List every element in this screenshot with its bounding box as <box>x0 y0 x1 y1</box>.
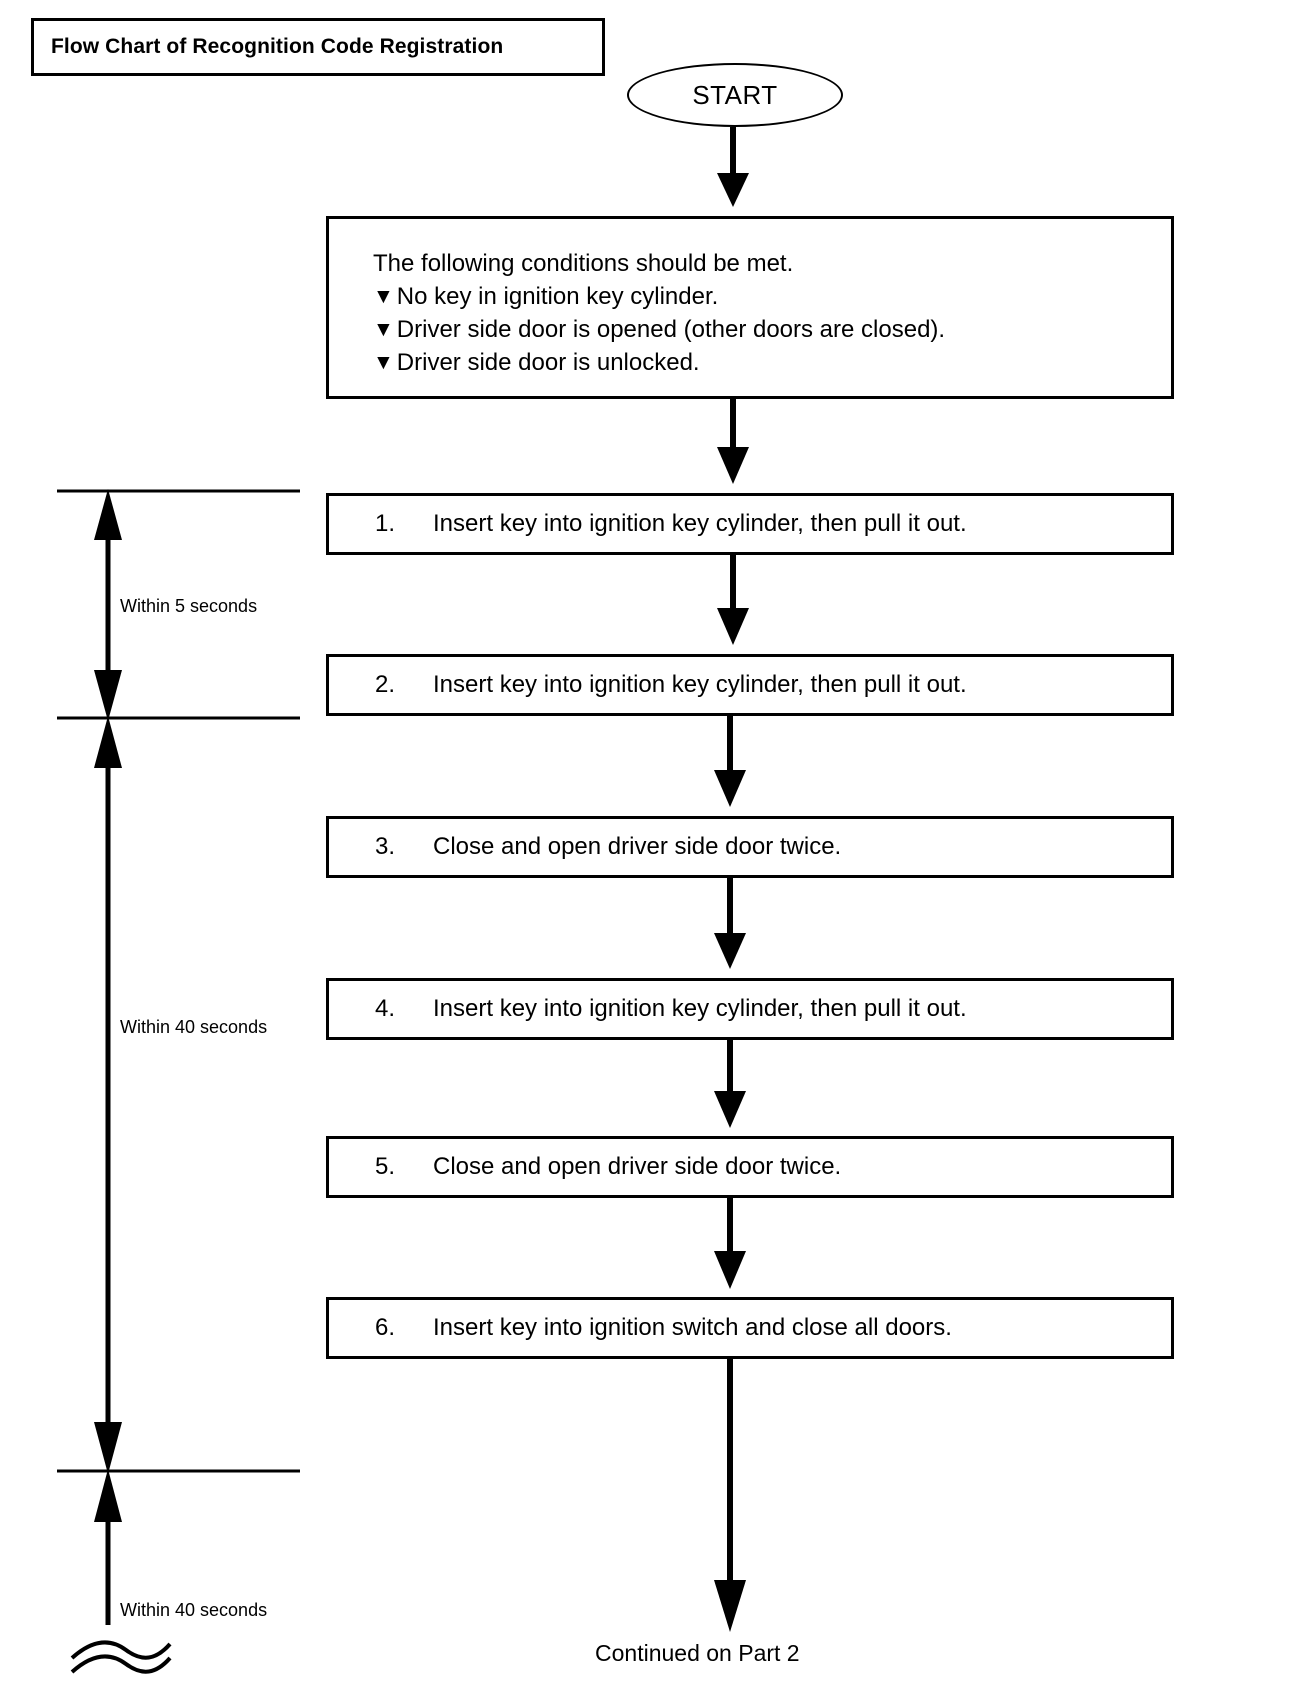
continued-on-part-2-label: Continued on Part 2 <box>595 1640 800 1666</box>
condition-item-1-row: ▼No key in ignition key cylinder. <box>373 280 945 313</box>
conditions-heading: The following conditions should be met. <box>373 250 794 277</box>
triangle-bullet-icon: ▼ <box>373 285 394 309</box>
arrow-step2-to-step3 <box>714 716 746 807</box>
page-title: Flow Chart of Recognition Code Registrat… <box>51 35 504 58</box>
step-3-text: Close and open driver side door twice. <box>433 833 842 860</box>
condition-item-1: No key in ignition key cylinder. <box>396 283 719 311</box>
arrow-conditions-to-step1 <box>717 399 749 484</box>
condition-item-3: Driver side door is unlocked. <box>396 349 700 377</box>
step-2-text: Insert key into ignition key cylinder, t… <box>433 671 967 698</box>
condition-item-3-row: ▼Driver side door is unlocked. <box>373 346 945 379</box>
timing-label-within-40-seconds-upper: Within 40 seconds <box>120 1017 268 1037</box>
arrow-start-to-conditions <box>717 127 749 207</box>
arrow-step5-to-step6 <box>714 1198 746 1289</box>
arrow-step1-to-step2 <box>717 555 749 645</box>
step-4-number: 4. <box>375 995 396 1022</box>
timing-label-within-40-seconds-lower: Within 40 seconds <box>120 1600 268 1620</box>
timing-arrow-within-5-seconds <box>94 489 122 721</box>
conditions-box: The following conditions should be met. … <box>326 216 1174 399</box>
arrow-step4-to-step5 <box>714 1040 746 1128</box>
step-box-5: 5. Close and open driver side door twice… <box>326 1136 1174 1198</box>
timing-arrow-within-40-seconds-upper <box>94 716 122 1474</box>
triangle-bullet-icon: ▼ <box>373 351 394 375</box>
arrow-step3-to-step4 <box>714 878 746 969</box>
step-6-number: 6. <box>375 1314 396 1341</box>
condition-item-2-row: ▼Driver side door is opened (other doors… <box>373 313 945 346</box>
step-5-text: Close and open driver side door twice. <box>433 1153 842 1180</box>
triangle-bullet-icon: ▼ <box>373 318 394 342</box>
step-4-text: Insert key into ignition key cylinder, t… <box>433 995 967 1022</box>
timing-label-within-5-seconds: Within 5 seconds <box>120 596 258 616</box>
step-1-number: 1. <box>375 510 396 537</box>
wavy-break-icon <box>70 1640 172 1674</box>
step-box-1: 1. Insert key into ignition key cylinder… <box>326 493 1174 555</box>
arrow-step6-to-continued <box>714 1359 746 1632</box>
conditions-content: The following conditions should be met. … <box>373 219 945 379</box>
timing-arrow-within-40-seconds-lower <box>94 1469 122 1625</box>
step-box-3: 3. Close and open driver side door twice… <box>326 816 1174 878</box>
step-box-4: 4. Insert key into ignition key cylinder… <box>326 978 1174 1040</box>
step-6-text: Insert key into ignition switch and clos… <box>433 1314 952 1341</box>
step-1-text: Insert key into ignition key cylinder, t… <box>433 510 967 537</box>
step-3-number: 3. <box>375 833 396 860</box>
start-node: START <box>627 63 843 127</box>
step-5-number: 5. <box>375 1153 396 1180</box>
step-box-2: 2. Insert key into ignition key cylinder… <box>326 654 1174 716</box>
step-box-6: 6. Insert key into ignition switch and c… <box>326 1297 1174 1359</box>
condition-item-2: Driver side door is opened (other doors … <box>396 316 946 344</box>
start-node-label: START <box>692 79 778 110</box>
step-2-number: 2. <box>375 671 396 698</box>
title-box: Flow Chart of Recognition Code Registrat… <box>31 18 605 76</box>
